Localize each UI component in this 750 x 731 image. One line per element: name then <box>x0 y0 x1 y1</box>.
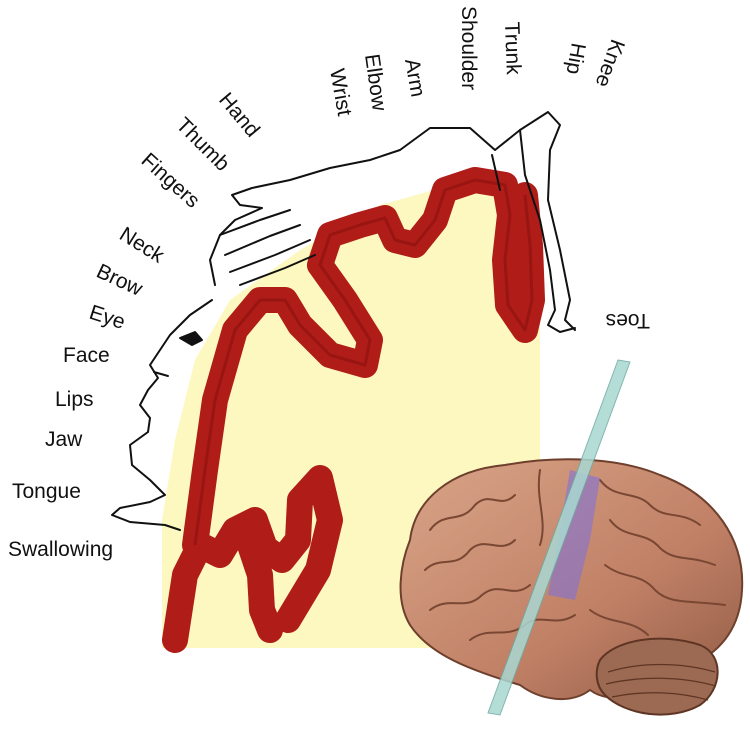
cortex-ribbon <box>162 167 545 653</box>
brain-illustration <box>399 359 744 716</box>
label-knee: Knee <box>591 36 629 90</box>
label-shoulder: Shoulder <box>457 6 480 90</box>
label-brow: Brow <box>93 260 147 301</box>
label-jaw: Jaw <box>45 428 83 451</box>
label-hand: Hand <box>214 88 264 141</box>
label-elbow: Elbow <box>360 52 391 113</box>
label-face: Face <box>63 344 110 367</box>
label-swallowing: Swallowing <box>8 538 113 561</box>
label-arm: Arm <box>400 57 429 99</box>
label-tongue: Tongue <box>12 480 81 503</box>
label-thumb: Thumb <box>171 113 233 175</box>
label-toes: Toes <box>606 309 650 332</box>
label-fingers: Fingers <box>137 149 204 213</box>
cortex-ribbon-highlight <box>193 178 534 546</box>
label-wrist: Wrist <box>325 67 356 118</box>
label-hip: Hip <box>562 41 590 76</box>
homunculus-outline <box>111 111 576 531</box>
label-neck: Neck <box>115 223 168 268</box>
label-trunk: Trunk <box>500 21 525 75</box>
label-lips: Lips <box>55 388 94 411</box>
label-eye: Eye <box>86 301 128 334</box>
